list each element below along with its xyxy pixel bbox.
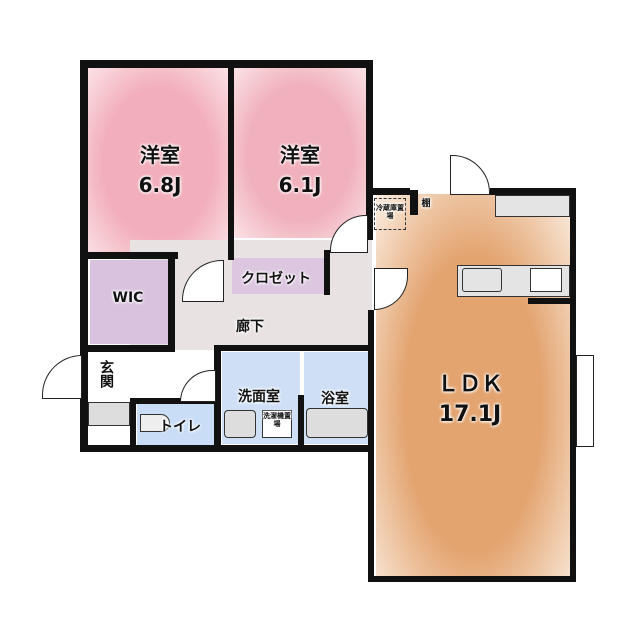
wall — [168, 252, 175, 352]
entrance-step — [88, 402, 130, 426]
hallway-label: 廊下 — [236, 319, 264, 335]
shelf-label: 棚 — [421, 199, 431, 209]
entrance-label: 玄関 — [98, 360, 114, 388]
wall — [368, 576, 576, 582]
wall — [80, 60, 88, 452]
wall — [130, 398, 220, 404]
wall — [410, 190, 418, 215]
wash-basin — [224, 410, 256, 438]
wall — [214, 345, 372, 351]
closet-label: クロゼット — [241, 271, 311, 287]
wall — [80, 445, 374, 452]
toilet-label: トイレ — [159, 419, 201, 435]
bathtub — [306, 408, 368, 438]
wic-label: WIC — [112, 290, 144, 306]
washroom-label: 洗面室 — [238, 389, 280, 405]
bedroom1-floor — [88, 68, 228, 258]
washer-space-label: 洗濯機置場 — [263, 412, 291, 428]
window[interactable] — [576, 355, 594, 447]
washer-space — [262, 410, 292, 438]
upper-cabinet — [495, 195, 570, 217]
wall — [88, 252, 178, 259]
door[interactable] — [180, 370, 216, 402]
ldk-floor — [376, 194, 570, 576]
door[interactable] — [42, 355, 82, 399]
wall — [130, 398, 136, 450]
wall — [324, 250, 330, 295]
fridge-space-label: 冷蔵庫置場 — [376, 204, 404, 220]
wall — [228, 60, 234, 260]
wall — [570, 188, 576, 582]
wall — [366, 188, 410, 195]
door[interactable] — [450, 155, 490, 195]
bedroom2-floor — [234, 68, 366, 238]
wic-floor — [90, 260, 168, 344]
wall — [214, 345, 221, 450]
wall — [80, 60, 372, 68]
toilet-fixture — [140, 414, 170, 432]
bathroom-label: 浴室 — [321, 391, 349, 407]
closet-floor — [232, 258, 324, 294]
sink-icon — [462, 268, 502, 292]
wall — [490, 188, 576, 195]
wall — [366, 60, 373, 240]
wall — [528, 298, 572, 304]
wall — [88, 345, 173, 352]
fridge-space — [374, 198, 406, 230]
stove-icon — [530, 268, 562, 292]
wall — [298, 395, 304, 450]
